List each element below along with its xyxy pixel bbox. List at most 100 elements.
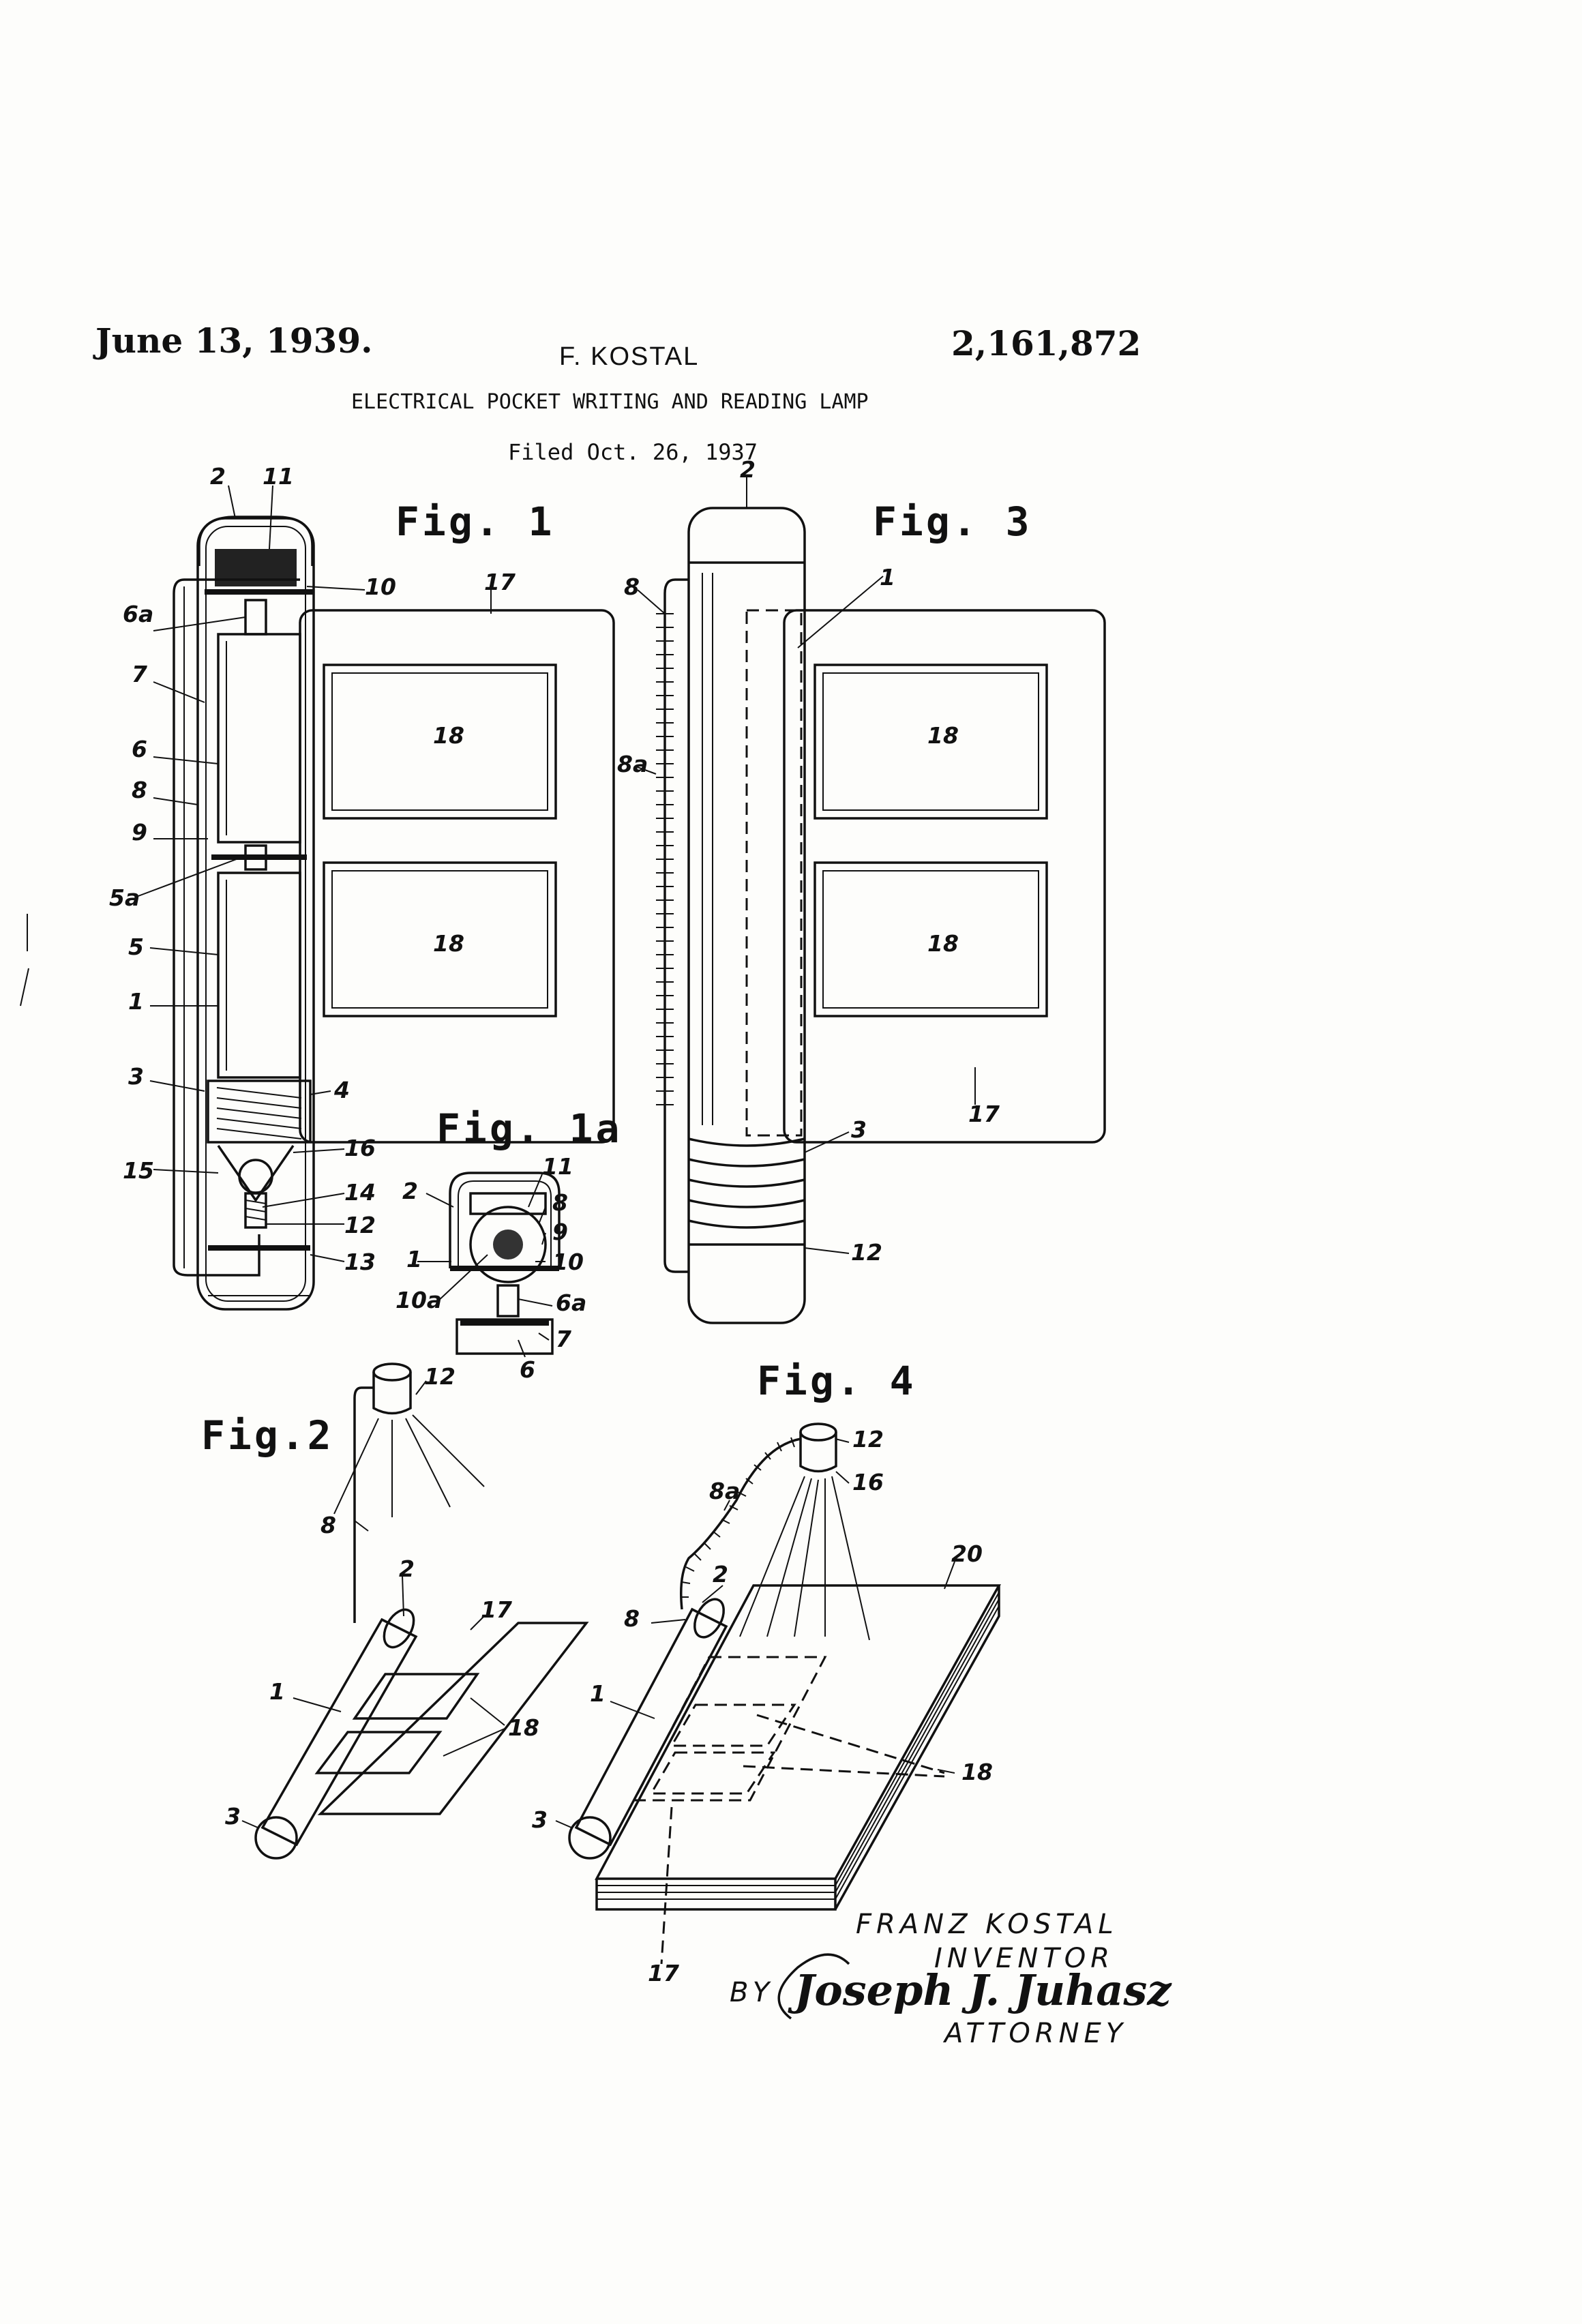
ref-1-fig3: 1: [880, 564, 895, 591]
figure-1a: Fig. 1a 2 1 10a 11 8 9 10 6a 7 6: [395, 1105, 622, 1383]
patent-title: ELECTRICAL POCKET WRITING AND READING LA…: [351, 390, 869, 414]
fig1-battery-5: [217, 872, 301, 1079]
ref-10-fig1a: 10: [552, 1249, 584, 1275]
ref-2-fig3: 2: [740, 456, 756, 483]
ref-1-fig2: 1: [269, 1678, 285, 1705]
fig1a-cap: [449, 1172, 561, 1268]
ref-2-fig2: 2: [399, 1555, 415, 1582]
ref-1-fig4: 1: [590, 1680, 606, 1707]
fig1-cable-8: [173, 578, 300, 1277]
fig4-hidden-card-17: [632, 1656, 827, 1802]
ref-6: 6: [132, 736, 147, 762]
fig2-window-18-upper: [352, 1673, 480, 1720]
fig3-card-17: [783, 609, 1106, 1144]
fig1-window-18-lower: [323, 861, 557, 1017]
ref-6a: 6a: [123, 601, 153, 627]
ref-13: 13: [344, 1249, 376, 1275]
attorney-signature: Joseph J. Juhasz: [788, 1965, 1172, 2015]
ref-12-fig2: 12: [424, 1363, 456, 1390]
fig1-cap-2: [198, 516, 314, 566]
fig3-tube: [687, 507, 806, 1324]
fig2-end-3: [254, 1816, 298, 1860]
fig4-lamp-head-12: [799, 1422, 837, 1442]
figure-2: Fig.2 12 8 2 17 1 18 3: [201, 1362, 589, 1860]
figure-4-label: Fig. 4: [757, 1358, 916, 1404]
margin-marks: [20, 914, 29, 1007]
fig1-reflector-16: [217, 1145, 295, 1203]
fig3-window-18-upper: [814, 664, 1048, 820]
ref-6-fig1a: 6: [520, 1356, 535, 1383]
ref-8-fig4: 8: [624, 1605, 640, 1632]
ref-8-fig3: 8: [624, 573, 640, 600]
fig1-card-17: [299, 609, 615, 1144]
ref-5a: 5a: [109, 884, 140, 911]
ref-6a-fig1a: 6a: [556, 1290, 586, 1316]
signature-block: FRANZ KOSTAL INVENTOR BY ATTORNEY Joseph…: [730, 1909, 1172, 2049]
ref-3: 3: [128, 1063, 144, 1090]
ref-17-fig3: 17: [968, 1101, 1000, 1127]
figure-2-label: Fig.2: [201, 1412, 334, 1459]
fig3-window-18-lower: [814, 861, 1048, 1017]
fig4-end-3: [568, 1816, 612, 1860]
fig2-card-17: [317, 1622, 589, 1815]
figure-1a-label: Fig. 1a: [436, 1105, 622, 1152]
ref-3-fig3: 3: [851, 1116, 867, 1143]
fig1a-switch-drum: [469, 1206, 547, 1283]
figure-1-label: Fig. 1: [395, 498, 555, 545]
ref-10: 10: [365, 573, 396, 600]
ref-8a-fig3: 8a: [617, 751, 648, 777]
fig4-light-rays: [739, 1476, 870, 1641]
fig2-cable-8: [353, 1386, 374, 1623]
patent-number: 2,161,872: [951, 323, 1141, 363]
fig4-flex-cable-8a: [680, 1437, 801, 1610]
ref-8a-fig4: 8a: [709, 1478, 740, 1504]
ref-12: 12: [344, 1212, 376, 1238]
ref-14: 14: [344, 1179, 376, 1206]
fig3-cable-8: [663, 578, 689, 1273]
ref-9-fig1a: 9: [552, 1219, 568, 1245]
ref-11: 11: [263, 463, 294, 490]
fig1-bulb: [238, 1159, 273, 1194]
fig4-book-20: [595, 1584, 1001, 1880]
ref-2-fig4: 2: [713, 1561, 728, 1588]
ref-10a: 10a: [395, 1287, 442, 1313]
fig1-window-18-upper: [323, 664, 557, 820]
fig3-grip-rings-3: [688, 1137, 805, 1229]
filing-date: Filed Oct. 26, 1937: [508, 439, 758, 465]
ref-3-fig4: 3: [532, 1806, 548, 1833]
ref-17: 17: [484, 569, 516, 595]
ref-1: 1: [128, 988, 144, 1015]
ref-15: 15: [123, 1157, 154, 1184]
ref-11-fig1a: 11: [542, 1153, 573, 1180]
patent-date: June 13, 1939.: [95, 321, 373, 361]
ref-2: 2: [210, 463, 226, 490]
fig2-light-rays: [333, 1414, 485, 1517]
ref-20-fig4: 20: [951, 1540, 983, 1567]
fig1-spring-3: [216, 1087, 302, 1139]
ref-12-fig4: 12: [852, 1426, 884, 1452]
attorney-role: ATTORNEY: [942, 2018, 1127, 2049]
ref-16: 16: [344, 1135, 376, 1161]
ref-1-fig1a: 1: [406, 1246, 422, 1272]
by-label: BY: [730, 1977, 774, 2008]
figure-1: Fig. 1: [109, 463, 615, 1311]
ref-18-fig3-b: 18: [927, 930, 959, 957]
ref-8: 8: [132, 777, 147, 803]
ref-7: 7: [132, 661, 147, 687]
fig1-battery-6: [217, 633, 301, 844]
ref-3-fig2: 3: [225, 1803, 241, 1830]
figure-3: Fig. 3 2 8 8a 1 18 18 17 3: [617, 456, 1106, 1324]
ref-12-fig3: 12: [851, 1239, 882, 1266]
fig4-tube-1: [574, 1607, 728, 1847]
ref-18-fig4: 18: [961, 1759, 993, 1785]
ref-18-b: 18: [433, 930, 464, 957]
figure-3-label: Fig. 3: [873, 498, 1032, 545]
signature-flourish: [777, 1953, 850, 2020]
fig1-housing: [196, 517, 315, 1311]
ref-16-fig4: 16: [852, 1469, 884, 1495]
ref-18-a: 18: [433, 722, 464, 749]
ref-17-fig2: 17: [481, 1596, 512, 1623]
ref-2-fig1a: 2: [402, 1178, 418, 1204]
ref-8-fig1a: 8: [552, 1189, 568, 1216]
inventor-short-name: F. KOSTAL: [559, 342, 700, 371]
